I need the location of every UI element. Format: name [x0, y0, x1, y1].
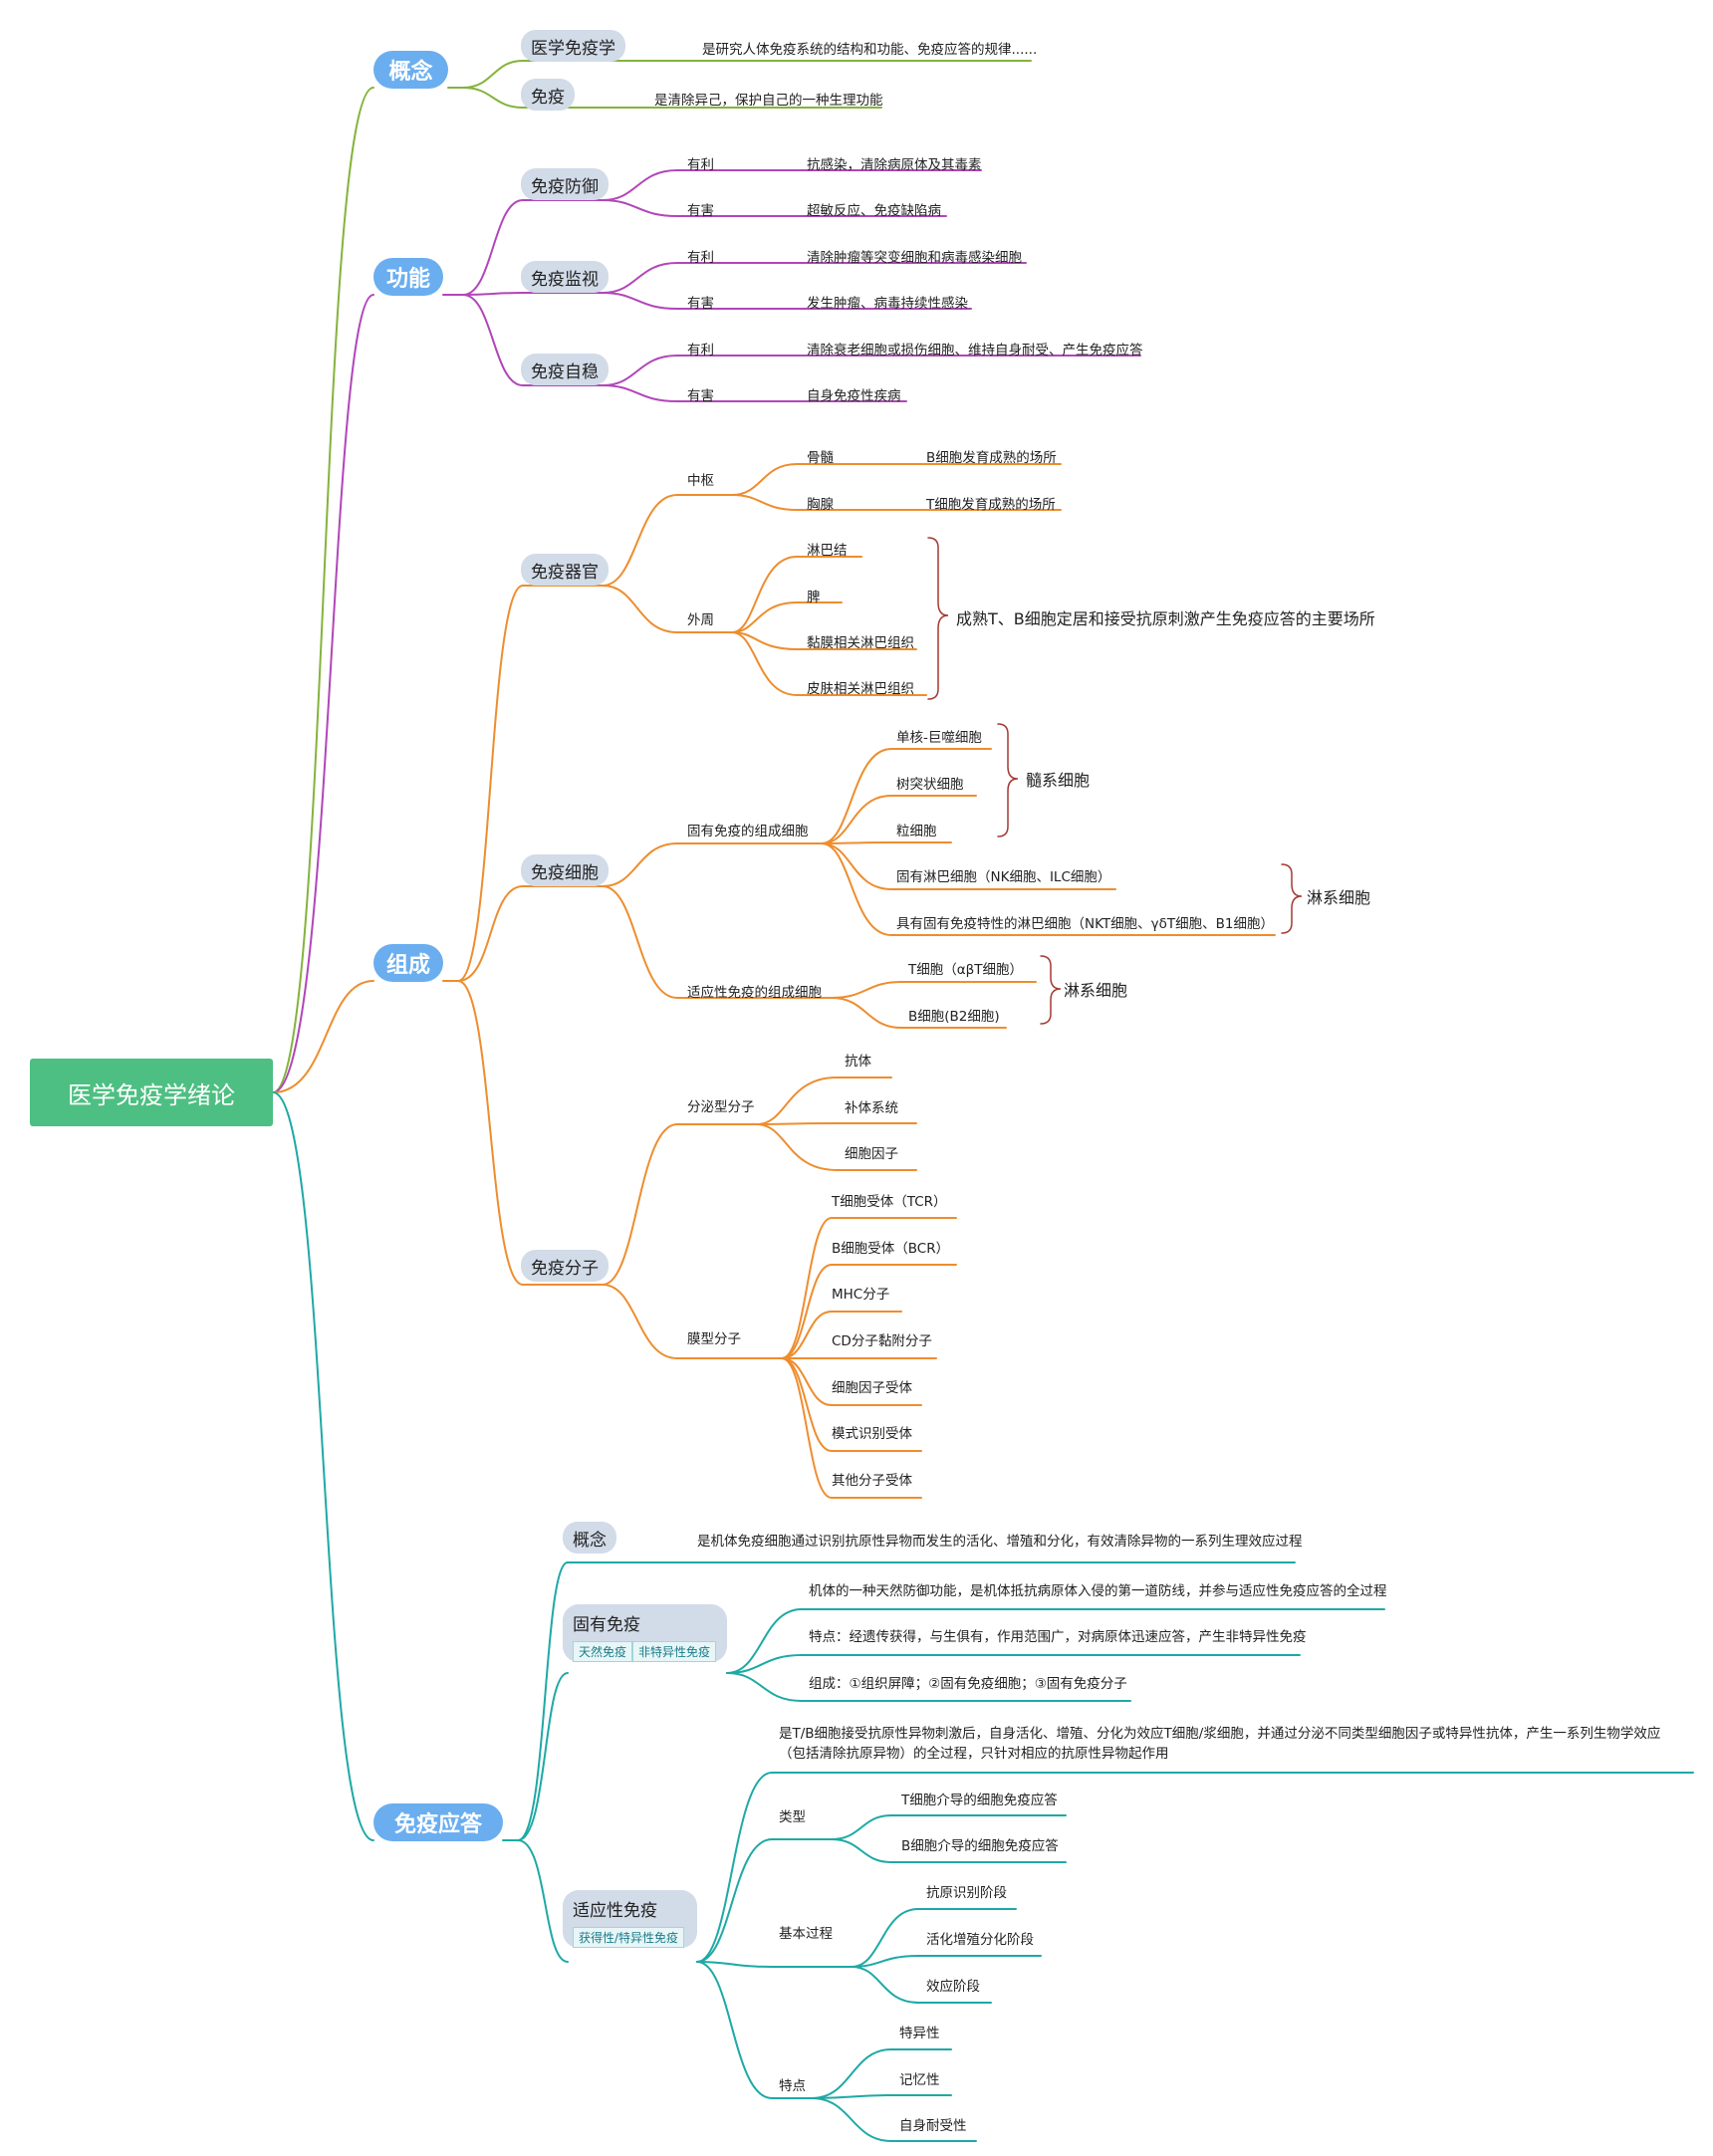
brace-peripheral	[927, 537, 949, 700]
item-recognition-stage: 抗原识别阶段	[926, 1885, 1007, 1901]
node-response-concept[interactable]: 概念	[563, 1522, 616, 1554]
innate-immunity-title: 固有免疫	[573, 1615, 640, 1635]
item-lymph-node: 淋巴结	[807, 543, 848, 559]
desc-thymus: T细胞发育成熟的场所	[926, 497, 1056, 513]
label-beneficial: 有利	[687, 343, 714, 359]
item-cytokine: 细胞因子	[845, 1146, 898, 1162]
item-dendritic-cell: 树突状细胞	[896, 777, 964, 793]
label-harmful: 有害	[687, 388, 714, 404]
desc-innate-components: 组成：①组织屏障；②固有免疫细胞；③固有免疫分子	[809, 1676, 1127, 1692]
node-secreted-molecules: 分泌型分子	[687, 1099, 755, 1115]
desc-medical-immunology: 是研究人体免疫系统的结构和功能、免疫应答的规律......	[702, 42, 1038, 58]
node-basic-process: 基本过程	[779, 1926, 833, 1942]
brace-lymphoid-innate	[1281, 863, 1303, 934]
node-peripheral: 外周	[687, 612, 714, 628]
item-self-tolerance: 自身耐受性	[899, 2118, 967, 2134]
node-immunity[interactable]: 免疫	[521, 79, 575, 111]
root-node[interactable]: 医学免疫学绪论	[30, 1059, 273, 1126]
branch-composition[interactable]: 组成	[373, 944, 443, 982]
desc-immunity: 是清除异己，保护自己的一种生理功能	[654, 93, 883, 109]
node-adaptive-cells: 适应性免疫的组成细胞	[687, 985, 822, 1001]
label-lymphoid-adaptive: 淋系细胞	[1064, 981, 1128, 1000]
item-bcr: B细胞受体（BCR）	[832, 1241, 950, 1257]
brace-lymphoid-adaptive	[1040, 955, 1062, 1025]
node-immune-organs[interactable]: 免疫器官	[521, 554, 609, 586]
label-beneficial: 有利	[687, 250, 714, 266]
item-cytokine-receptor: 细胞因子受体	[832, 1380, 912, 1396]
label-beneficial: 有利	[687, 157, 714, 173]
desc-adaptive-definition: 是T/B细胞接受抗原性异物刺激后，自身活化、增殖、分化为效应T细胞/浆细胞，并通…	[779, 1726, 1661, 1762]
item-salt: 皮肤相关淋巴组织	[807, 681, 914, 697]
node-immune-homeostasis[interactable]: 免疫自稳	[521, 354, 609, 385]
desc-defense-good: 抗感染，清除病原体及其毒素	[807, 157, 982, 173]
item-prr: 模式识别受体	[832, 1426, 912, 1442]
item-monocyte-macrophage: 单核-巨噬细胞	[896, 730, 982, 746]
brace-myeloid	[997, 723, 1019, 838]
item-tcr: T细胞受体（TCR）	[832, 1194, 947, 1210]
node-adaptive-immunity[interactable]: 适应性免疫 获得性/特异性免疫	[563, 1890, 697, 1948]
node-adaptive-features: 特点	[779, 2078, 806, 2094]
label-lymphoid-innate: 淋系细胞	[1307, 888, 1371, 907]
item-memory: 记忆性	[899, 2072, 940, 2088]
item-innate-like-lymphocytes: 具有固有免疫特性的淋巴细胞（NKT细胞、γδT细胞、B1细胞）	[896, 916, 1274, 932]
item-effector-stage: 效应阶段	[926, 1979, 980, 1995]
desc-response-concept: 是机体免疫细胞通过识别抗原性异物而发生的活化、增殖和分化，有效清除异物的一系列生…	[697, 1534, 1303, 1550]
item-mhc: MHC分子	[832, 1287, 890, 1303]
item-specificity: 特异性	[899, 2026, 940, 2041]
desc-homeostasis-bad: 自身免疫性疾病	[807, 388, 901, 404]
desc-surveillance-good: 清除肿瘤等突变细胞和病毒感染细胞	[807, 250, 1022, 266]
desc-innate-features: 特点：经遗传获得，与生俱有，作用范围广，对病原体迅速应答，产生非特异性免疫	[809, 1629, 1307, 1645]
desc-innate-definition: 机体的一种天然防御功能，是机体抵抗病原体入侵的第一道防线，并参与适应性免疫应答的…	[809, 1583, 1387, 1599]
item-spleen: 脾	[807, 590, 821, 605]
node-thymus: 胸腺	[807, 497, 834, 513]
label-harmful: 有害	[687, 296, 714, 312]
item-malt: 黏膜相关淋巴组织	[807, 635, 914, 651]
desc-defense-bad: 超敏反应、免疫缺陷病	[807, 203, 941, 219]
item-cd-adhesion: CD分子黏附分子	[832, 1333, 932, 1349]
item-innate-lymphoid: 固有淋巴细胞（NK细胞、ILC细胞）	[896, 869, 1111, 885]
adaptive-immunity-title: 适应性免疫	[573, 1901, 657, 1921]
desc-homeostasis-good: 清除衰老细胞或损伤细胞、维持自身耐受、产生免疫应答	[807, 343, 1143, 359]
node-bone-marrow: 骨髓	[807, 450, 834, 466]
desc-surveillance-bad: 发生肿瘤、病毒持续性感染	[807, 296, 968, 312]
node-immune-defense[interactable]: 免疫防御	[521, 168, 609, 200]
label-myeloid: 髓系细胞	[1026, 771, 1091, 790]
branch-function[interactable]: 功能	[373, 258, 443, 296]
tag-nonspecific-immunity: 非特异性免疫	[632, 1641, 717, 1662]
item-antibody: 抗体	[845, 1054, 871, 1070]
node-innate-cells: 固有免疫的组成细胞	[687, 824, 809, 839]
node-response-types: 类型	[779, 1809, 806, 1825]
item-granulocyte: 粒细胞	[896, 824, 937, 839]
item-b-cell-mediated: B细胞介导的细胞免疫应答	[901, 1838, 1059, 1854]
tag-acquired-specific-immunity: 获得性/特异性免疫	[573, 1927, 685, 1948]
node-immune-molecules[interactable]: 免疫分子	[521, 1250, 609, 1282]
branch-immune-response[interactable]: 免疫应答	[373, 1803, 503, 1841]
item-b-cell: B细胞(B2细胞)	[908, 1009, 1000, 1025]
node-immune-cells[interactable]: 免疫细胞	[521, 854, 609, 886]
node-immune-surveillance[interactable]: 免疫监视	[521, 261, 609, 293]
tag-natural-immunity: 天然免疫	[573, 1641, 633, 1662]
item-t-cell: T细胞（αβT细胞）	[908, 962, 1024, 978]
node-membrane-molecules: 膜型分子	[687, 1331, 741, 1347]
node-innate-immunity[interactable]: 固有免疫 天然免疫 非特异性免疫	[563, 1604, 727, 1662]
item-complement: 补体系统	[845, 1100, 898, 1116]
summary-peripheral: 成熟T、B细胞定居和接受抗原刺激产生免疫应答的主要场所	[956, 609, 1375, 628]
branch-concept[interactable]: 概念	[373, 51, 448, 89]
desc-bone-marrow: B细胞发育成熟的场所	[926, 450, 1057, 466]
item-other-receptors: 其他分子受体	[832, 1473, 912, 1489]
item-activation-stage: 活化增殖分化阶段	[926, 1932, 1034, 1948]
node-central: 中枢	[687, 473, 714, 489]
item-cell-mediated: T细胞介导的细胞免疫应答	[901, 1793, 1058, 1808]
label-harmful: 有害	[687, 203, 714, 219]
node-medical-immunology[interactable]: 医学免疫学	[521, 30, 625, 62]
